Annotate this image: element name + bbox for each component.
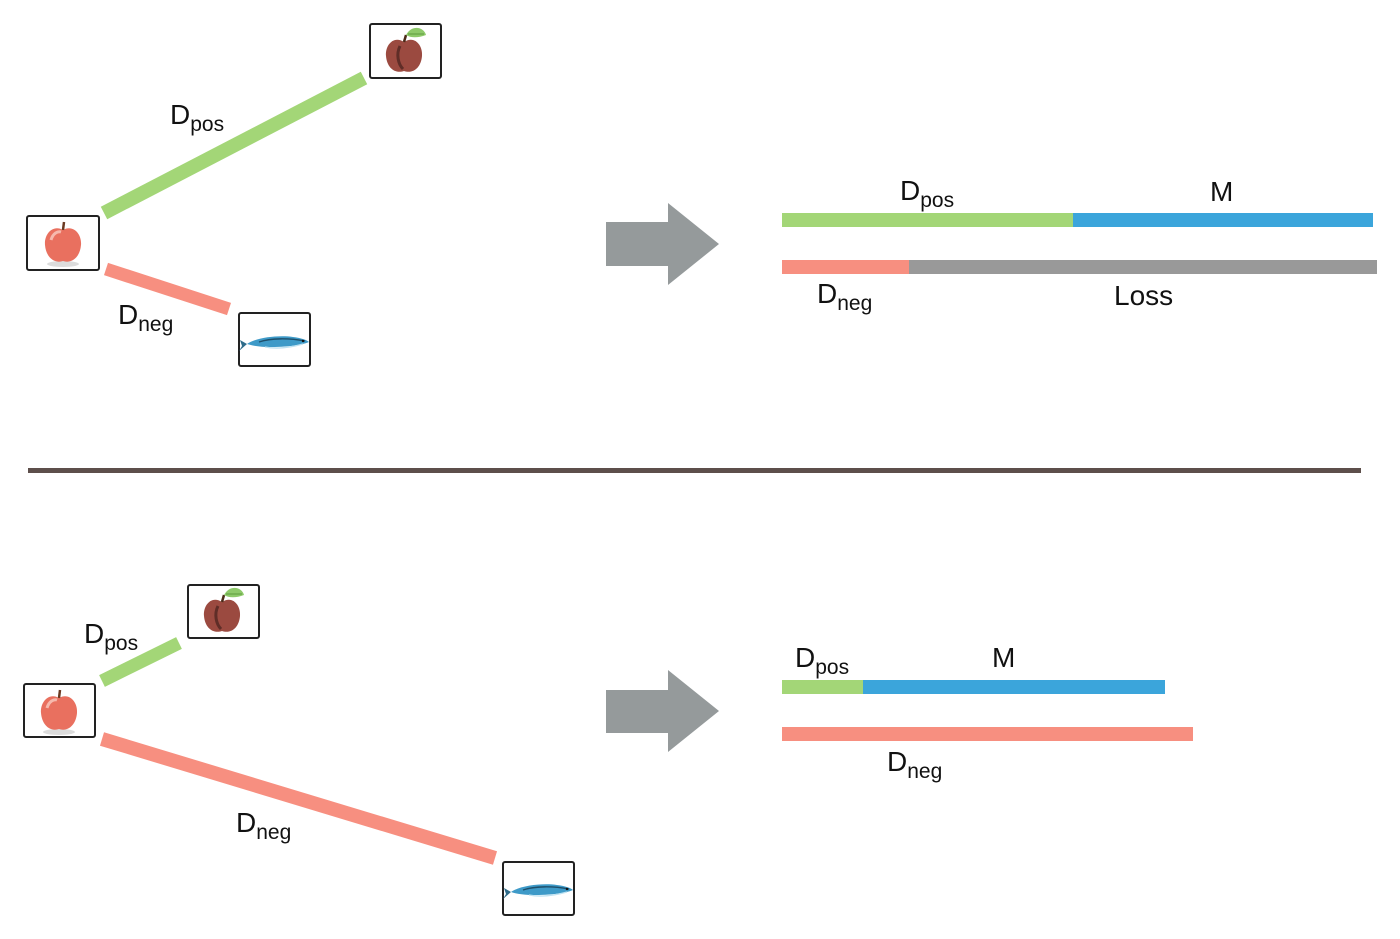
top-anchor-image [26,215,100,271]
top-dneg-connector [103,262,232,316]
bottom-dneg-bar [782,727,1193,741]
top-dpos-bar [782,213,1074,227]
right-arrow-icon [606,203,719,285]
top-dpos-connector [100,71,368,220]
right-arrow-icon [606,670,719,752]
bottom-bar-dneg-label: Dneg [887,746,942,783]
bottom-panel: Dpos Dneg Dpos M Dneg [23,584,1193,916]
top-dneg-label: Dneg [118,299,173,336]
bottom-dneg-connector [99,732,498,865]
bottom-positive-image [187,584,260,639]
bottom-margin-bar [863,680,1165,694]
bottom-dneg-label: Dneg [236,807,291,844]
bottom-dpos-label: Dpos [84,618,138,655]
top-negative-image [238,312,311,367]
top-positive-image [369,23,442,79]
bottom-negative-image [502,861,575,916]
top-bar-dpos-label: Dpos [900,175,954,212]
top-margin-bar [1073,213,1373,227]
top-bar-dneg-label: Dneg [817,278,872,315]
top-loss-bar [909,260,1377,274]
top-panel: Dpos Dneg Dpos M Dneg Loss [26,23,1377,367]
top-loss-label: Loss [1114,280,1173,311]
panel-divider [28,468,1361,473]
bottom-dpos-connector [99,637,182,687]
bottom-anchor-image [23,683,96,738]
bottom-dpos-bar [782,680,864,694]
bottom-bar-dpos-label: Dpos [795,642,849,679]
top-margin-label: M [1210,176,1233,207]
top-dneg-bar [782,260,910,274]
top-dpos-label: Dpos [170,99,224,136]
bottom-margin-label: M [992,642,1015,673]
